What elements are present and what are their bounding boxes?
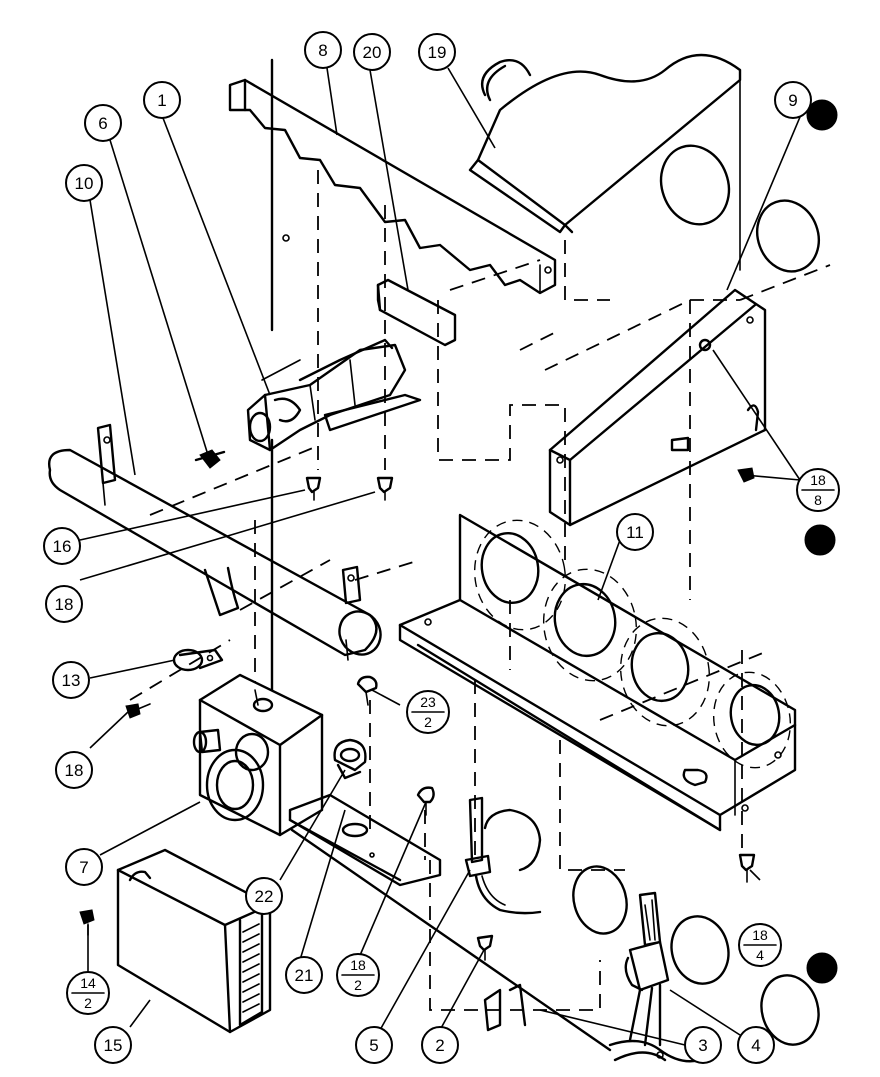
callout-5: 5	[355, 1026, 393, 1064]
callout-fraction-18-2: 18 2	[336, 953, 380, 997]
part-1-burner	[246, 338, 422, 452]
callout-7: 7	[65, 848, 103, 886]
dot-marker-top	[806, 99, 838, 131]
svg-text:7: 7	[79, 858, 88, 877]
svg-text:8: 8	[814, 492, 822, 508]
callout-2: 2	[421, 1026, 459, 1064]
callout-18-lower: 18	[55, 751, 93, 789]
screw-14	[79, 909, 95, 936]
screw-18-2	[416, 786, 435, 816]
svg-text:3: 3	[698, 1036, 707, 1055]
svg-text:21: 21	[295, 966, 314, 985]
svg-text:4: 4	[751, 1036, 760, 1055]
side-panel-outline	[270, 58, 612, 1052]
svg-text:9: 9	[788, 91, 797, 110]
part-22-bracket	[333, 738, 367, 780]
part-19-cover-panel	[468, 53, 820, 273]
svg-text:1: 1	[157, 91, 166, 110]
dot-marker-bottom	[806, 952, 838, 984]
svg-text:10: 10	[75, 174, 94, 193]
svg-text:18: 18	[55, 595, 74, 614]
dot-markers	[804, 99, 838, 984]
callout-fraction-18-4: 18 4	[738, 923, 782, 967]
svg-text:2: 2	[424, 714, 432, 730]
callout-8: 8	[304, 31, 342, 69]
callout-4: 4	[737, 1026, 775, 1064]
leader-lines	[79, 67, 801, 1046]
part-6-fitting	[194, 449, 226, 469]
svg-text:16: 16	[53, 537, 72, 556]
callout-fraction-18-8: 18 8	[796, 468, 840, 512]
svg-text:18: 18	[810, 472, 826, 488]
part-5-igniter	[464, 796, 542, 961]
callout-22: 22	[245, 877, 283, 915]
callout-3: 3	[684, 1026, 722, 1064]
callout-21: 21	[285, 956, 323, 994]
callout-16: 16	[43, 527, 81, 565]
callout-20: 20	[353, 33, 391, 71]
svg-text:23: 23	[420, 694, 436, 710]
part-10-manifold	[48, 423, 382, 661]
svg-text:13: 13	[62, 671, 81, 690]
callout-18-upper: 18	[45, 585, 83, 623]
callout-6: 6	[84, 104, 122, 142]
screw-23	[356, 675, 378, 706]
svg-text:15: 15	[104, 1036, 123, 1055]
svg-text:2: 2	[84, 995, 92, 1011]
screw-18-left	[125, 703, 151, 719]
part-7-gas-valve	[192, 673, 324, 837]
svg-text:22: 22	[255, 887, 274, 906]
svg-text:14: 14	[80, 975, 96, 991]
svg-text:20: 20	[363, 43, 382, 62]
svg-text:18: 18	[350, 957, 366, 973]
svg-text:2: 2	[435, 1036, 444, 1055]
part-20-small-angle	[376, 278, 457, 347]
part-3-wire-harness	[483, 983, 702, 1063]
loose-rings	[572, 865, 820, 1046]
part-9-right-bracket	[548, 288, 767, 527]
svg-text:18: 18	[65, 761, 84, 780]
assembly-dashed-lines	[129, 170, 831, 1011]
svg-text:8: 8	[318, 41, 327, 60]
callout-19: 19	[418, 33, 456, 71]
svg-text:2: 2	[354, 977, 362, 993]
callout-11: 11	[616, 513, 654, 551]
callout-1: 1	[143, 81, 181, 119]
svg-text:4: 4	[756, 947, 764, 963]
svg-text:18: 18	[752, 927, 768, 943]
callout-13: 13	[52, 661, 90, 699]
callout-9: 9	[774, 81, 812, 119]
callout-fraction-23-2: 23 2	[406, 690, 450, 734]
part-8-serrated-bracket	[228, 78, 557, 295]
screw-16	[305, 476, 322, 501]
svg-text:11: 11	[626, 523, 644, 542]
callout-fraction-14-2: 14 2	[66, 971, 110, 1015]
svg-text:6: 6	[98, 114, 107, 133]
dot-marker-middle	[804, 524, 836, 556]
screw-18-4	[738, 853, 756, 883]
callout-15: 15	[94, 1026, 132, 1064]
screw-18-upper	[376, 476, 394, 501]
svg-text:19: 19	[428, 43, 447, 62]
part-11-burner-plate	[398, 513, 797, 832]
callout-10: 10	[65, 164, 103, 202]
part-4-flame-sensor	[624, 891, 670, 1047]
part-15-control-module	[116, 848, 272, 1034]
svg-text:5: 5	[369, 1036, 378, 1055]
